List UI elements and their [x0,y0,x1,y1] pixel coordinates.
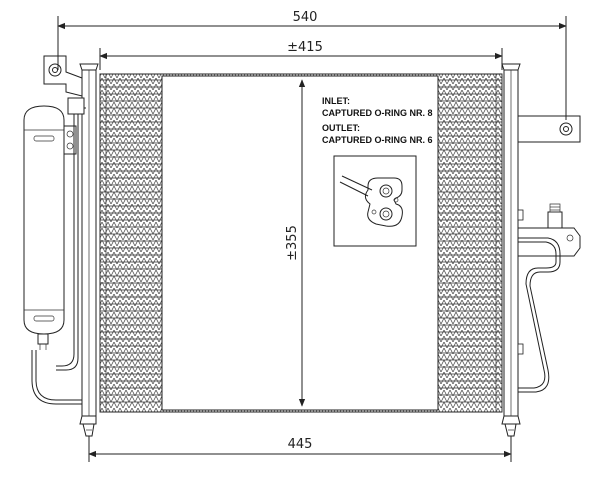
core-width-label: ±415 [287,40,323,55]
outlet-value: CAPTURED O-RING NR. 6 [322,135,433,145]
dimension-overall-width [57,16,567,120]
receiver-drier [23,105,77,350]
right-header-tank [501,63,524,437]
right-bracket [517,115,581,143]
top-left-bracket [43,55,83,97]
inlet-value: CAPTURED O-RING NR. 8 [322,108,433,118]
left-piping [31,97,86,405]
fitting-detail-inset [333,155,417,247]
overall-width-label: 540 [293,10,318,25]
outlet-label: OUTLET: [322,123,360,133]
right-piping [517,203,581,393]
inlet-label: INLET: [322,96,350,106]
core-height-label: ±355 [285,225,300,261]
condenser-core [99,73,503,413]
left-header-tank [79,63,99,437]
bottom-width-label: 445 [288,437,313,452]
dimension-core-width [99,48,503,70]
dimension-bottom-width [88,436,512,462]
